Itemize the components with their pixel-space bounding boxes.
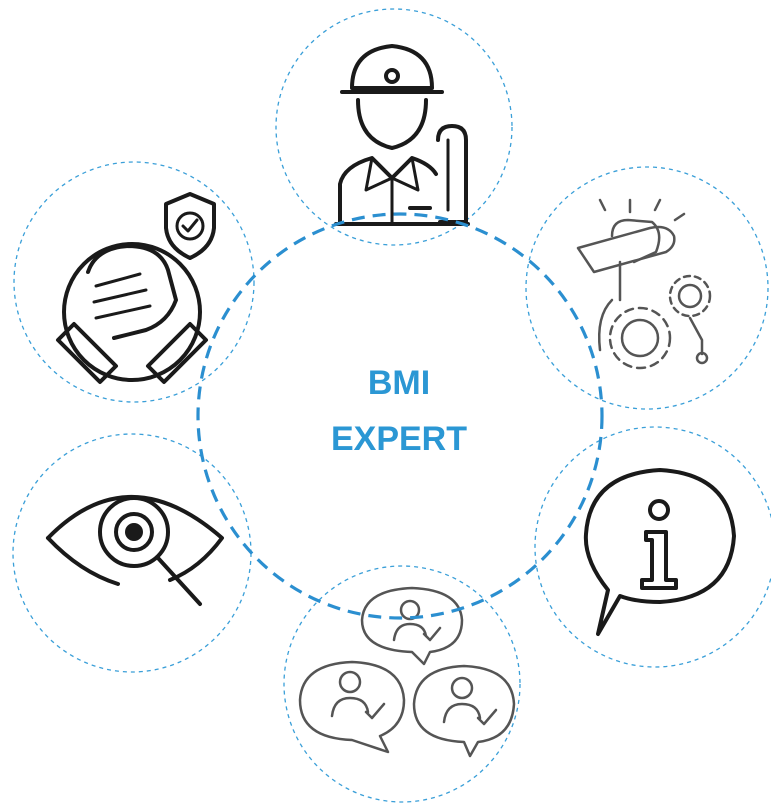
hub-ring [196, 212, 604, 620]
ring-partnership [13, 161, 255, 403]
center-title-line2: EXPERT [331, 420, 467, 458]
inspection-eye-icon [46, 495, 224, 606]
ring-team [283, 565, 521, 803]
information-icon [583, 468, 736, 636]
team-discussion-icon [298, 586, 516, 758]
engineer-worker-icon [334, 44, 470, 226]
ring-eye [12, 433, 252, 673]
center-title-line1: BMI [368, 364, 430, 402]
design-gears-icon [576, 198, 712, 370]
ring-design [525, 166, 769, 410]
ring-engineer [275, 8, 513, 246]
trusted-partnership-icon [56, 192, 216, 384]
ring-info [534, 426, 771, 668]
